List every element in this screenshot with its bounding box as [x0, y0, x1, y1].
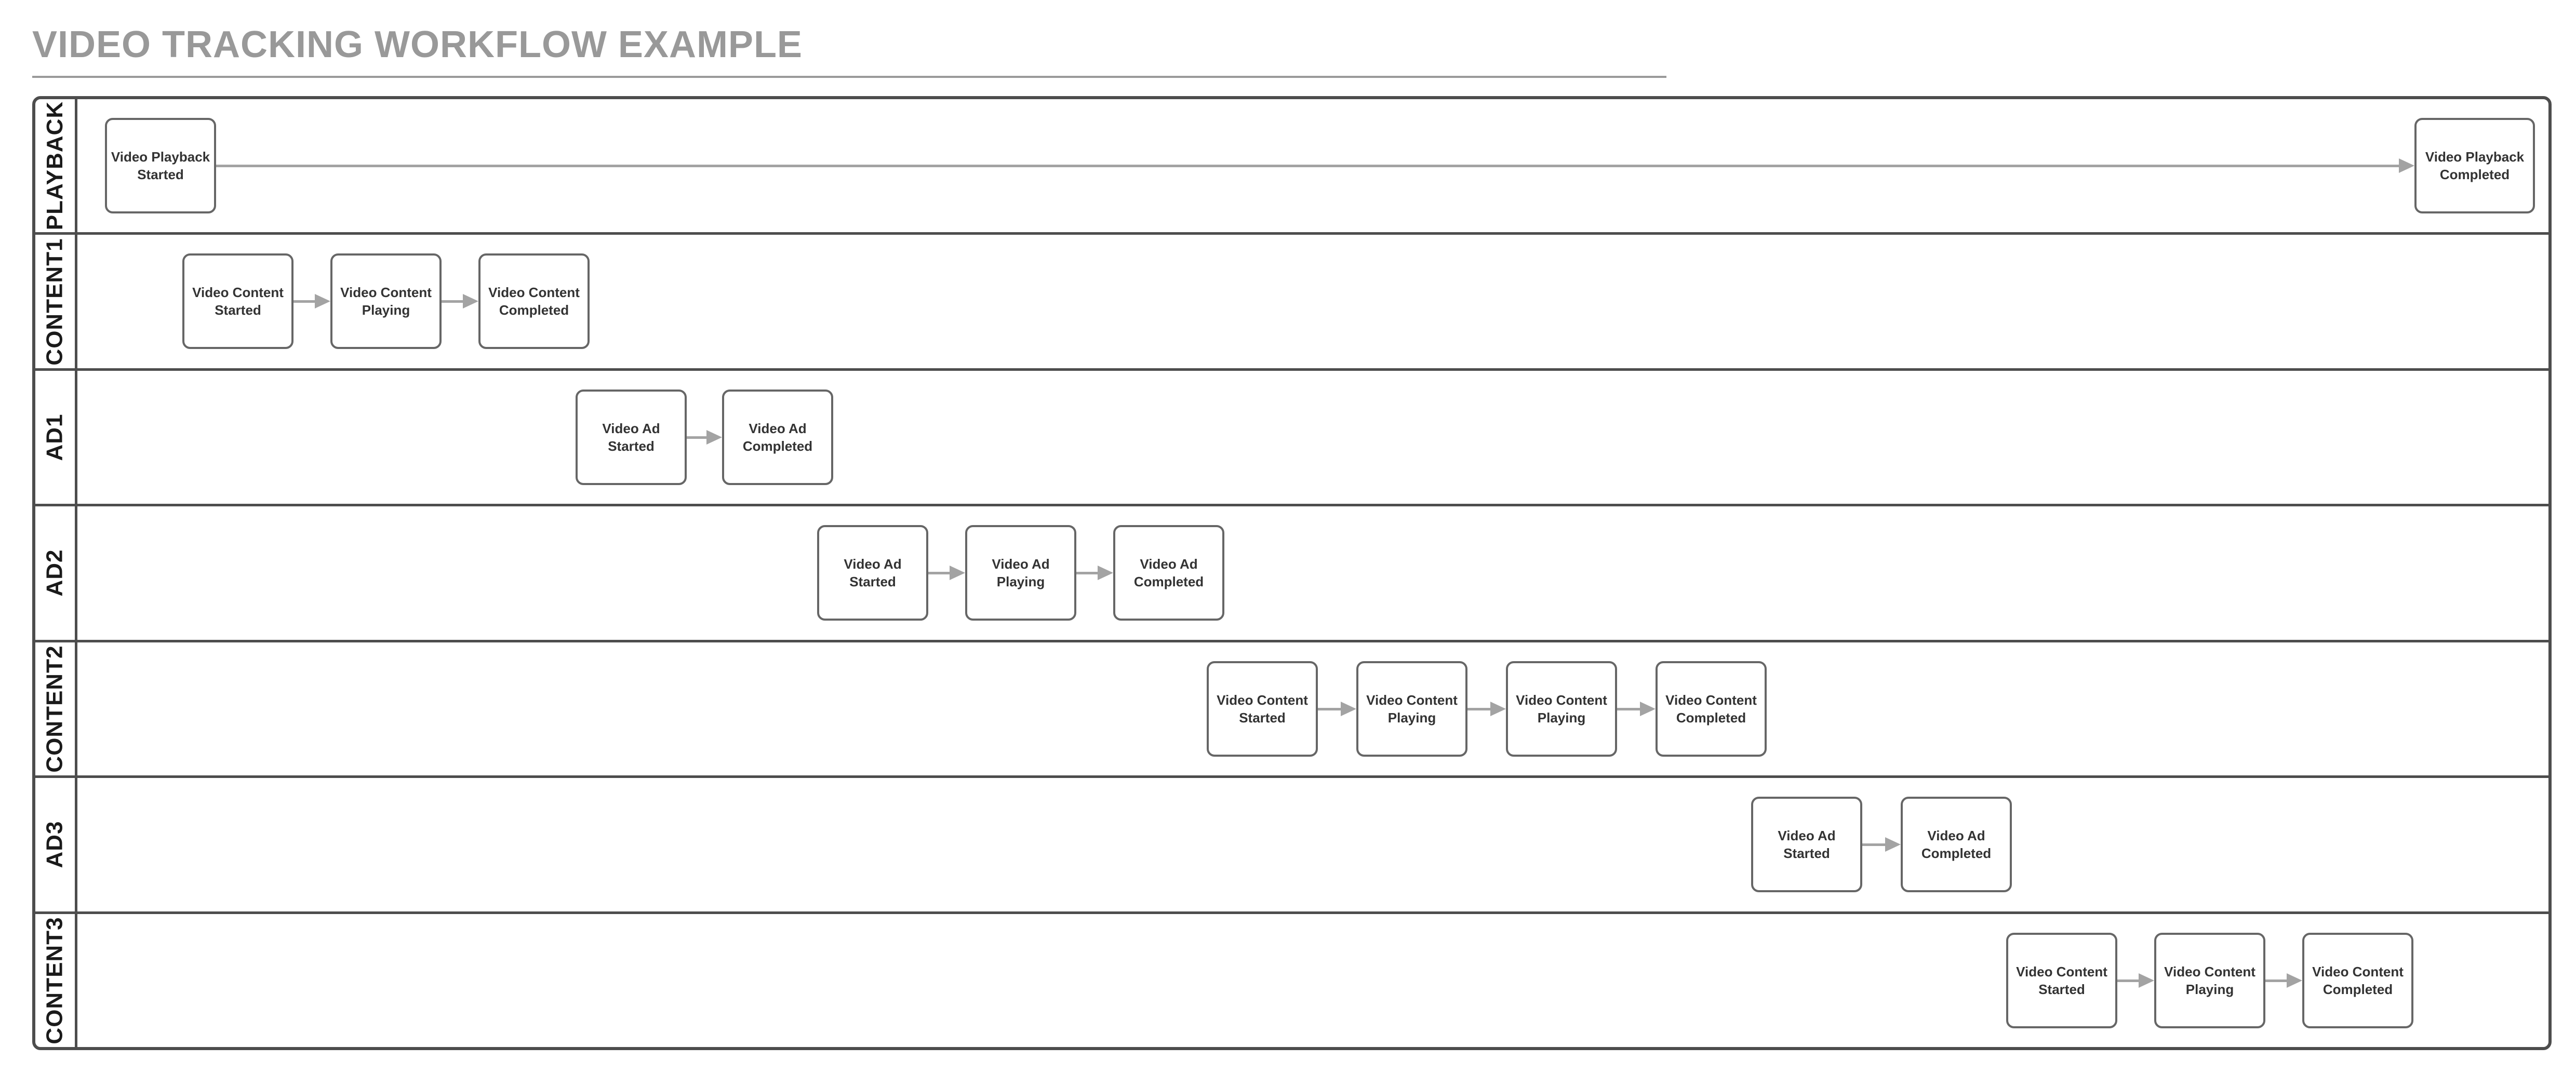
lane-label-cell: AD1	[35, 370, 77, 504]
flow-node[interactable]: Video Content Started	[2006, 932, 2117, 1028]
lane-label-cell: AD3	[35, 778, 77, 911]
flow-node-label: Video Ad Completed	[742, 420, 813, 454]
flow-node[interactable]: Video Playback Started	[105, 118, 216, 213]
lane-row-content2: CONTENT2 Video Content Started Video Conte…	[35, 639, 2548, 776]
flow-node-label: Video Ad Started	[844, 556, 902, 590]
lane-label-cell: CONTENT2	[35, 642, 77, 776]
flow-node[interactable]: Video Content Completed	[2302, 932, 2413, 1028]
flow-node[interactable]: Video Content Started	[182, 253, 293, 350]
flow-node-label: Video Content Playing	[340, 285, 432, 318]
lane-label: AD1	[42, 413, 68, 461]
lane-label: AD3	[42, 821, 68, 868]
flow-node[interactable]: Video Content Playing	[2154, 932, 2265, 1028]
flow-node-label: Video Ad Playing	[992, 556, 1050, 590]
lane-row-playback: PLAYBACK Video Playback Started Video Play…	[35, 99, 2548, 233]
arrowhead-icon	[1490, 701, 1506, 716]
arrowhead-icon	[1885, 837, 1901, 852]
flow-arrow-shaft	[2265, 979, 2288, 982]
flow-node-label: Video Ad Completed	[1921, 828, 1992, 862]
lane-label-cell: AD2	[35, 506, 77, 640]
lane-row-ad1: AD1 Video Ad Started Video Ad Completed	[35, 368, 2548, 504]
flow-node[interactable]: Video Content Started	[1207, 661, 1318, 757]
arrowhead-icon	[463, 294, 478, 309]
lane-label: CONTENT2	[42, 645, 68, 773]
flow-arrow-shaft	[216, 165, 2400, 167]
flow-node[interactable]: Video Content Completed	[478, 253, 590, 350]
flow-arrow-shaft	[293, 300, 316, 303]
flow-node[interactable]: Video Ad Started	[1751, 797, 1862, 893]
flow-node-label: Video Content Playing	[1366, 692, 1458, 726]
arrowhead-icon	[2139, 973, 2154, 988]
flow-node[interactable]: Video Ad Started	[576, 389, 687, 485]
flow-node[interactable]: Video Ad Completed	[1113, 525, 1224, 621]
flow-node-label: Video Content Playing	[2164, 963, 2255, 997]
lane-label-cell: CONTENT3	[35, 914, 77, 1047]
arrowhead-icon	[1341, 701, 1356, 716]
flow-node-label: Video Ad Started	[602, 420, 660, 454]
arrowhead-icon	[315, 294, 330, 309]
flow-arrow-shaft	[1467, 707, 1491, 710]
flow-node[interactable]: Video Content Playing	[1506, 661, 1617, 757]
flow-node[interactable]: Video Ad Started	[817, 525, 928, 621]
flow-node-label: Video Playback Completed	[2425, 149, 2525, 182]
flow-node[interactable]: Video Playback Completed	[2414, 118, 2535, 213]
lane-row-ad2: AD2 Video Ad Started Video Ad Playing Video…	[35, 504, 2548, 640]
flow-node-label: Video Content Started	[2016, 963, 2107, 997]
flow-node-label: Video Ad Started	[1778, 828, 1836, 862]
flow-node-label: Video Content Completed	[488, 285, 580, 318]
flow-node-label: Video Content Started	[1217, 692, 1308, 726]
lane-label: CONTENT1	[42, 238, 68, 366]
flow-node[interactable]: Video Content Completed	[1656, 661, 1767, 757]
flow-node[interactable]: Video Ad Completed	[1901, 797, 2012, 893]
page-title: VIDEO TRACKING WORKFLOW EXAMPLE	[32, 24, 803, 65]
flow-arrow-shaft	[687, 436, 708, 439]
arrowhead-icon	[1640, 701, 1656, 716]
flow-node-label: Video Playback Started	[111, 149, 210, 182]
arrowhead-icon	[2287, 973, 2302, 988]
lane-label-cell: PLAYBACK	[35, 99, 77, 233]
flow-arrow-shaft	[1862, 843, 1886, 847]
flow-node-label: Video Content Playing	[1516, 692, 1607, 726]
flow-node[interactable]: Video Content Playing	[1356, 661, 1467, 757]
flow-node-label: Video Ad Completed	[1133, 556, 1204, 590]
arrowhead-icon	[706, 430, 722, 445]
lane-label: PLAYBACK	[42, 101, 68, 231]
swimlane-frame: PLAYBACK Video Playback Started Video Play…	[32, 96, 2552, 1050]
arrowhead-icon	[1098, 566, 1113, 581]
lane-label-cell: CONTENT1	[35, 235, 77, 368]
flow-arrow-shaft	[928, 572, 951, 575]
flow-arrow-shaft	[1076, 572, 1099, 575]
flow-arrow-shaft	[1318, 707, 1342, 710]
flow-node-label: Video Content Started	[192, 285, 284, 318]
arrowhead-icon	[950, 566, 965, 581]
lane-row-content3: CONTENT3 Video Content Started Video Conte…	[35, 911, 2548, 1047]
title-underline	[32, 76, 1666, 78]
arrowhead-icon	[2399, 158, 2414, 173]
lane-row-ad3: AD3 Video Ad Started Video Ad Completed	[35, 775, 2548, 911]
lane-row-content1: CONTENT1 Video Content Started Video Conte…	[35, 232, 2548, 368]
flow-node[interactable]: Video Ad Completed	[722, 389, 833, 485]
flow-arrow-shaft	[442, 300, 464, 303]
flow-node[interactable]: Video Ad Playing	[965, 525, 1076, 621]
flow-arrow-shaft	[2117, 979, 2140, 982]
lane-label: CONTENT3	[42, 917, 68, 1044]
flow-arrow-shaft	[1617, 707, 1641, 710]
flow-node-label: Video Content Completed	[2312, 963, 2404, 997]
flow-node[interactable]: Video Content Playing	[330, 253, 442, 350]
flow-node-label: Video Content Completed	[1665, 692, 1757, 726]
lane-label: AD2	[42, 549, 68, 597]
